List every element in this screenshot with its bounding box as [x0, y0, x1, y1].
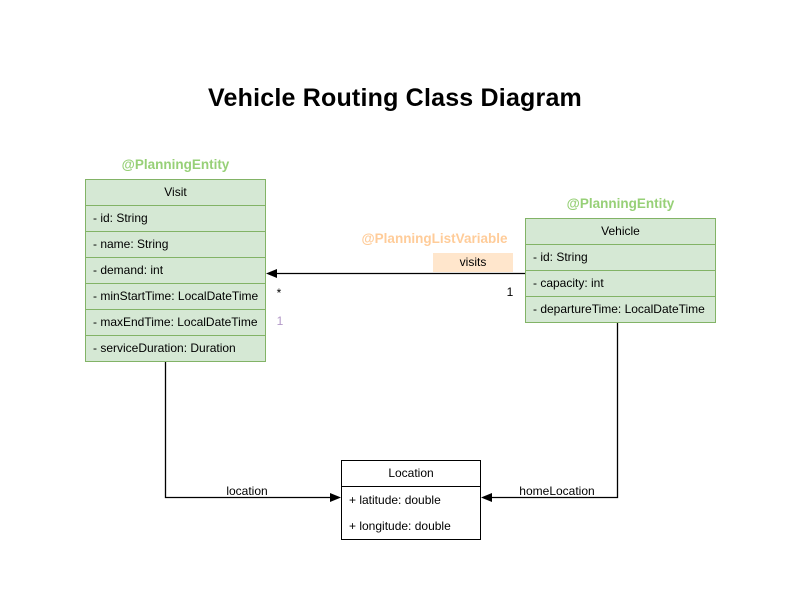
home-location-edge-label: homeLocation [519, 484, 595, 498]
visits-multiplicity-extra: 1 [276, 314, 284, 328]
visit-class-node: Visit - id: String - name: String - dema… [85, 179, 266, 362]
diagram-title: Vehicle Routing Class Diagram [208, 84, 582, 112]
class-attribute: - capacity: int [526, 270, 715, 296]
vehicle-class-node: Vehicle - id: String - capacity: int - d… [525, 218, 716, 323]
visits-multiplicity-star: * [276, 286, 282, 300]
visits-edge-label: visits [433, 253, 513, 272]
location-edge-label: location [226, 484, 268, 498]
planning-list-variable-annotation: @PlanningListVariable [361, 231, 508, 246]
class-attribute: - demand: int [86, 257, 265, 283]
class-attribute: - serviceDuration: Duration [86, 335, 265, 361]
class-attribute: - id: String [86, 205, 265, 231]
vehicle-class-name: Vehicle [601, 224, 640, 238]
location-edge [164, 362, 341, 502]
class-attribute: - departureTime: LocalDateTime [526, 296, 715, 322]
class-attribute: - maxEndTime: LocalDateTime [86, 309, 265, 335]
class-attribute: - name: String [86, 231, 265, 257]
visit-class-name: Visit [164, 185, 187, 199]
class-attribute: + latitude: double [349, 493, 441, 507]
location-class-name: Location [388, 466, 434, 480]
class-attribute: + longitude: double [349, 519, 451, 533]
home-location-edge [481, 322, 619, 502]
arrowhead-right-icon [330, 493, 341, 502]
arrowhead-left-icon [481, 493, 492, 502]
visits-multiplicity-one: 1 [506, 285, 514, 299]
arrowhead-left-icon [266, 269, 277, 278]
class-attribute: - id: String [526, 244, 715, 270]
class-attribute: - minStartTime: LocalDateTime [86, 283, 265, 309]
location-attributes-compartment: + latitude: double + longitude: double [342, 486, 480, 539]
vehicle-planning-entity-annotation: @PlanningEntity [566, 196, 675, 211]
visit-planning-entity-annotation: @PlanningEntity [121, 157, 230, 172]
location-class-node: Location + latitude: double + longitude:… [341, 460, 481, 540]
